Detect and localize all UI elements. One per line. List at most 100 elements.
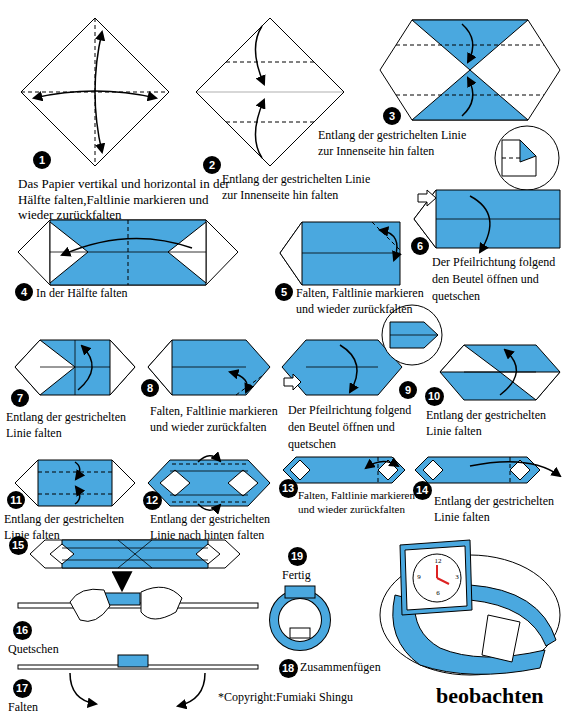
step-9-figure-part xyxy=(390,335,438,336)
step-caption: Zusammenfügen xyxy=(300,660,400,674)
step-7-figure-part xyxy=(110,340,135,395)
step-3-figure-part xyxy=(462,78,473,116)
step-number: 4 xyxy=(15,283,33,301)
step-number-text: 6 xyxy=(417,241,423,252)
step-16-figure-part xyxy=(121,574,124,588)
step-number: 1 xyxy=(33,151,51,169)
step-number: 18 xyxy=(279,659,298,678)
step-caption: Entlang der gestrichelten Linie zur Inne… xyxy=(222,172,380,203)
step-caption: Falten, Faltlinie markieren und wieder z… xyxy=(150,404,282,435)
step-6-figure-part xyxy=(436,219,560,220)
step-3-figure xyxy=(380,20,560,190)
step-3-figure-part xyxy=(396,95,544,96)
step-15-figure-part xyxy=(62,560,208,561)
step-1-figure-part xyxy=(95,32,102,152)
step-12-figure-part xyxy=(172,464,246,465)
step-15-figure-part xyxy=(30,540,240,568)
step-11-figure-part xyxy=(38,494,112,495)
step-number: 7 xyxy=(11,389,29,407)
step-13-figure-part xyxy=(283,457,405,483)
step-18-figure xyxy=(274,586,326,646)
step-7-figure xyxy=(15,340,135,395)
step-15-figure-part xyxy=(62,540,208,568)
step-13-figure-part xyxy=(378,460,398,480)
step-5-figure xyxy=(280,222,400,285)
step-10-figure-part xyxy=(500,350,516,395)
step-14-figure xyxy=(415,457,560,483)
model-title: beobachten xyxy=(436,682,544,710)
step-number-text: 3 xyxy=(389,111,395,122)
step-3-figure-part xyxy=(502,140,536,176)
step-10-figure-part xyxy=(440,345,560,400)
step-number-text: 18 xyxy=(282,663,294,674)
step-2-figure-part xyxy=(196,92,344,93)
step-number: 19 xyxy=(288,547,307,566)
finished-watch-part xyxy=(482,615,520,662)
finished-watch-part xyxy=(413,554,461,602)
step-2-figure-part xyxy=(255,26,264,84)
step-caption: Falten, Faltlinie markieren und wieder z… xyxy=(296,286,426,317)
finished-watch xyxy=(380,540,560,675)
step-caption: Entlang der gestrichelten Linie nach hin… xyxy=(150,512,286,543)
step-caption: Der Pfeilrichtung folgend den Beutel öff… xyxy=(432,254,564,304)
step-15-figure-part xyxy=(62,548,208,549)
step-caption: In der Hälfte falten xyxy=(36,286,196,302)
step-12-figure-part xyxy=(172,502,246,503)
step-caption: Entlang der gestrichelten Linie falten xyxy=(434,494,562,525)
step-caption: Entlang der gestrichelten Linie falten xyxy=(426,408,560,439)
step-4-figure-part xyxy=(62,239,192,255)
clock-number: 12 xyxy=(431,558,445,565)
step-9-figure xyxy=(282,305,442,395)
step-number-text: 1 xyxy=(39,155,45,166)
step-number-text: 16 xyxy=(16,625,28,636)
step-12-figure-part xyxy=(198,456,220,462)
step-number: 14 xyxy=(413,481,432,500)
step-5-figure-part xyxy=(280,222,302,285)
step-5-figure-part xyxy=(280,222,400,285)
step-15-figure-part xyxy=(118,540,152,568)
clock-number: 3 xyxy=(450,574,464,581)
step-number-text: 5 xyxy=(281,287,287,298)
step-15-figure-part xyxy=(50,544,74,564)
step-number-text: 4 xyxy=(21,287,27,298)
step-caption: Fertig xyxy=(282,568,342,582)
step-4-figure-part xyxy=(18,220,238,285)
step-caption: Entlang der gestrichelten Linie zur Inne… xyxy=(318,128,476,159)
step-11-figure-part xyxy=(15,460,135,506)
step-9-figure-part xyxy=(282,340,402,395)
step-8-figure-part xyxy=(236,376,262,395)
step-1-figure-part xyxy=(21,18,169,166)
step-16-figure-part xyxy=(141,587,182,619)
step-16-figure-part xyxy=(105,593,140,605)
step-12-figure-part xyxy=(160,470,190,496)
step-2-figure-part xyxy=(255,100,264,158)
step-number-text: 11 xyxy=(10,495,22,506)
step-caption: Falten xyxy=(8,700,68,714)
step-caption: Entlang der gestrichelten Linie falten xyxy=(4,512,140,543)
step-number-text: 8 xyxy=(147,383,153,394)
step-number: 8 xyxy=(141,379,159,397)
step-17-figure-part xyxy=(118,655,148,667)
step-3-figure-part xyxy=(502,158,520,159)
step-number-text: 17 xyxy=(16,683,28,694)
step-number-text: 9 xyxy=(405,385,411,396)
finished-watch-part xyxy=(405,546,467,610)
step-3-figure-part xyxy=(495,126,559,190)
step-11-figure-part xyxy=(112,460,135,506)
step-13-figure xyxy=(283,457,405,483)
step-8-figure-part xyxy=(148,340,270,395)
step-11-figure-part xyxy=(75,487,80,504)
step-3-figure-part xyxy=(462,24,473,62)
step-6-figure-part xyxy=(470,196,490,252)
step-number-text: 13 xyxy=(282,483,294,494)
step-number: 3 xyxy=(383,107,401,125)
step-5-figure-part xyxy=(380,230,397,260)
step-16-figure-part xyxy=(70,589,110,621)
step-1-figure xyxy=(21,18,169,166)
finished-watch-part xyxy=(400,540,472,615)
step-number: 5 xyxy=(275,283,293,301)
step-caption: Entlang der gestrichelten Linie falten xyxy=(6,410,142,441)
step-15-figure-part xyxy=(196,544,220,564)
step-4-figure xyxy=(18,220,238,285)
